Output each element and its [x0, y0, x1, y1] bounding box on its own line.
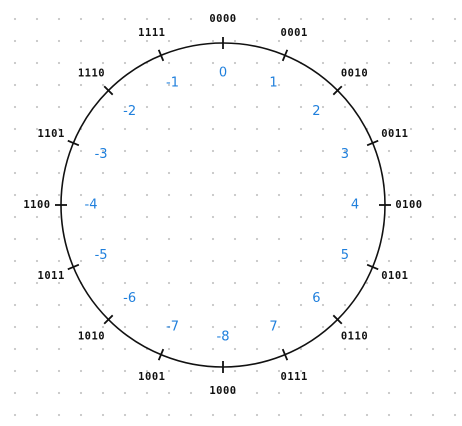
binary-label-0111: 0111: [281, 371, 308, 383]
binary-label-0001: 0001: [281, 27, 308, 39]
tick-0111: [281, 348, 289, 361]
tick-0110: [332, 314, 343, 325]
binary-label-0101: 0101: [381, 270, 408, 282]
tick-0001: [281, 49, 289, 62]
decimal-label-1111: -1: [166, 76, 179, 91]
binary-label-1001: 1001: [138, 371, 165, 383]
binary-labels: 0000000100100011010001010110011110001001…: [23, 13, 422, 397]
binary-label-1000: 1000: [209, 385, 236, 397]
decimal-label-1110: -2: [123, 104, 136, 119]
binary-label-1111: 1111: [138, 27, 165, 39]
decimal-label-0110: 6: [312, 291, 320, 306]
tick-1110: [103, 85, 114, 96]
tick-0101: [366, 263, 379, 271]
decimal-label-1101: -3: [95, 147, 108, 162]
decimal-labels: 0 1 2 3 4 5 6 7 -8 -7 -6 -5 -4 -3 -2 -1: [85, 66, 360, 345]
binary-label-0110: 0110: [341, 331, 368, 343]
binary-label-0100: 0100: [395, 199, 422, 211]
decimal-label-1100: -4: [85, 198, 98, 213]
decimal-label-0000: 0: [219, 66, 227, 81]
decimal-label-0100: 4: [351, 198, 359, 213]
decimal-label-0011: 3: [341, 147, 349, 162]
decimal-label-0010: 2: [312, 104, 320, 119]
decimal-label-0101: 5: [341, 248, 349, 263]
tick-1010: [103, 314, 114, 325]
binary-label-0010: 0010: [341, 67, 368, 79]
decimal-label-0001: 1: [269, 76, 277, 91]
tick-marks: [55, 37, 391, 373]
tick-1101: [67, 139, 80, 147]
binary-label-0000: 0000: [209, 13, 236, 25]
decimal-label-1000: -8: [217, 330, 230, 345]
binary-label-1100: 1100: [23, 199, 50, 211]
tick-1111: [157, 49, 165, 62]
decimal-label-1001: -7: [166, 319, 179, 334]
tick-1011: [67, 263, 80, 271]
decimal-label-1010: -6: [123, 291, 136, 306]
binary-label-1110: 1110: [78, 67, 105, 79]
binary-label-1011: 1011: [38, 270, 65, 282]
decimal-label-0111: 7: [269, 319, 277, 334]
decimal-label-1011: -5: [95, 248, 108, 263]
tick-1001: [157, 348, 165, 361]
binary-label-0011: 0011: [381, 128, 408, 140]
binary-label-1101: 1101: [38, 128, 65, 140]
tick-0011: [366, 139, 379, 147]
tick-0010: [332, 85, 343, 96]
binary-label-1010: 1010: [78, 331, 105, 343]
